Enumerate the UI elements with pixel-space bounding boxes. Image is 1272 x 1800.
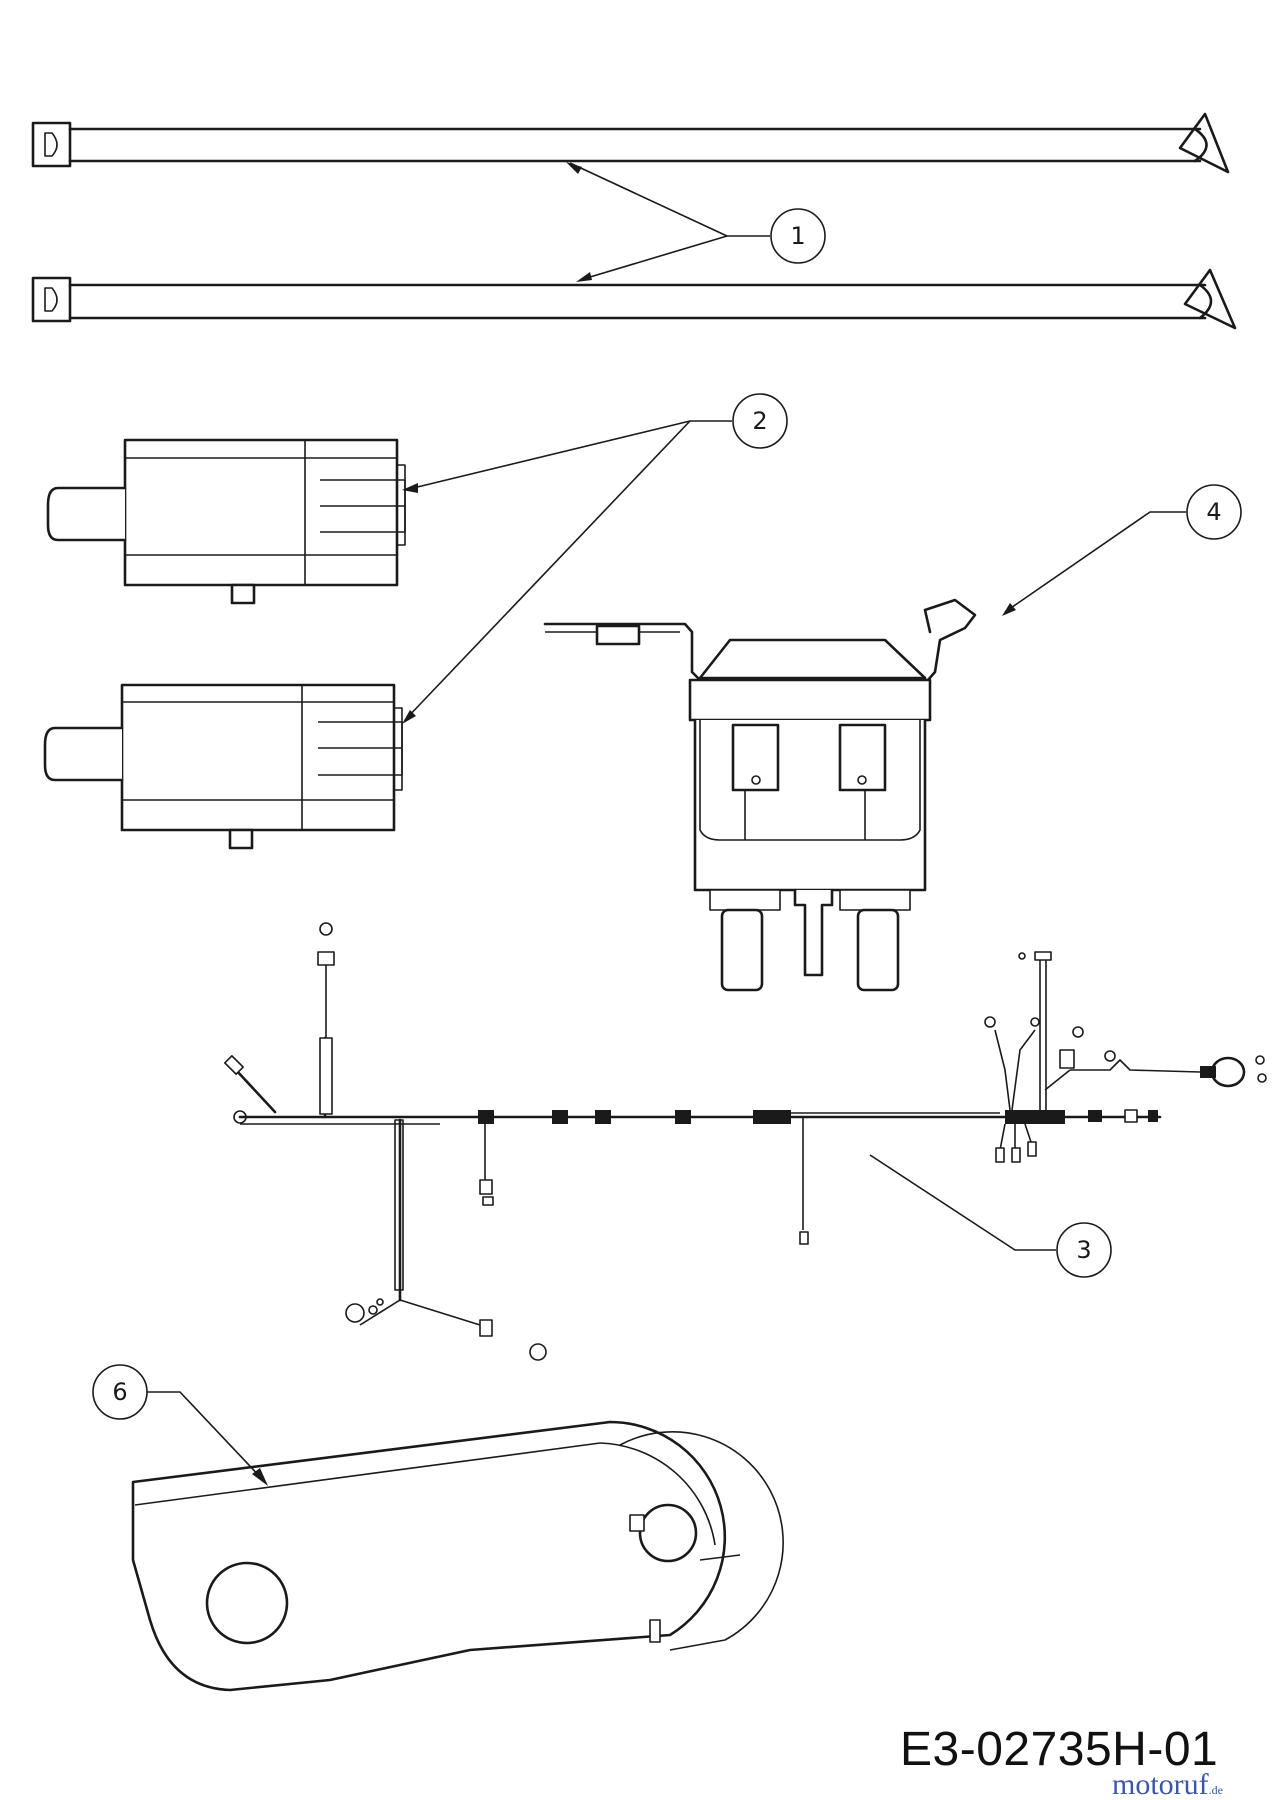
plunger-switch-lower — [43, 683, 403, 850]
callout-6: 6 — [92, 1364, 148, 1420]
callout-3-label: 3 — [1076, 1236, 1091, 1264]
watermark-logo: motoruf.de — [1112, 1768, 1223, 1800]
callout-4: 4 — [1186, 484, 1242, 540]
callout-2-label: 2 — [752, 407, 767, 435]
callout-4-label: 4 — [1206, 498, 1221, 526]
plunger-switch-upper — [46, 438, 406, 605]
lever-bracket — [131, 1420, 785, 1692]
callout-1-label: 1 — [790, 222, 805, 250]
cable-tie-lower — [31, 268, 1237, 330]
solenoid — [543, 598, 977, 992]
cable-tie-upper — [31, 112, 1230, 174]
callout-6-label: 6 — [112, 1378, 127, 1406]
watermark-name: motoruf — [1112, 1768, 1209, 1800]
leader-lines — [145, 162, 1186, 1486]
callout-2: 2 — [732, 393, 788, 449]
drawing-code: E3-02735H-01 — [900, 1723, 1219, 1776]
watermark-tld: .de — [1208, 1783, 1223, 1797]
callout-3: 3 — [1056, 1222, 1112, 1278]
wire-harness — [224, 922, 1267, 1361]
callout-1: 1 — [770, 208, 826, 264]
